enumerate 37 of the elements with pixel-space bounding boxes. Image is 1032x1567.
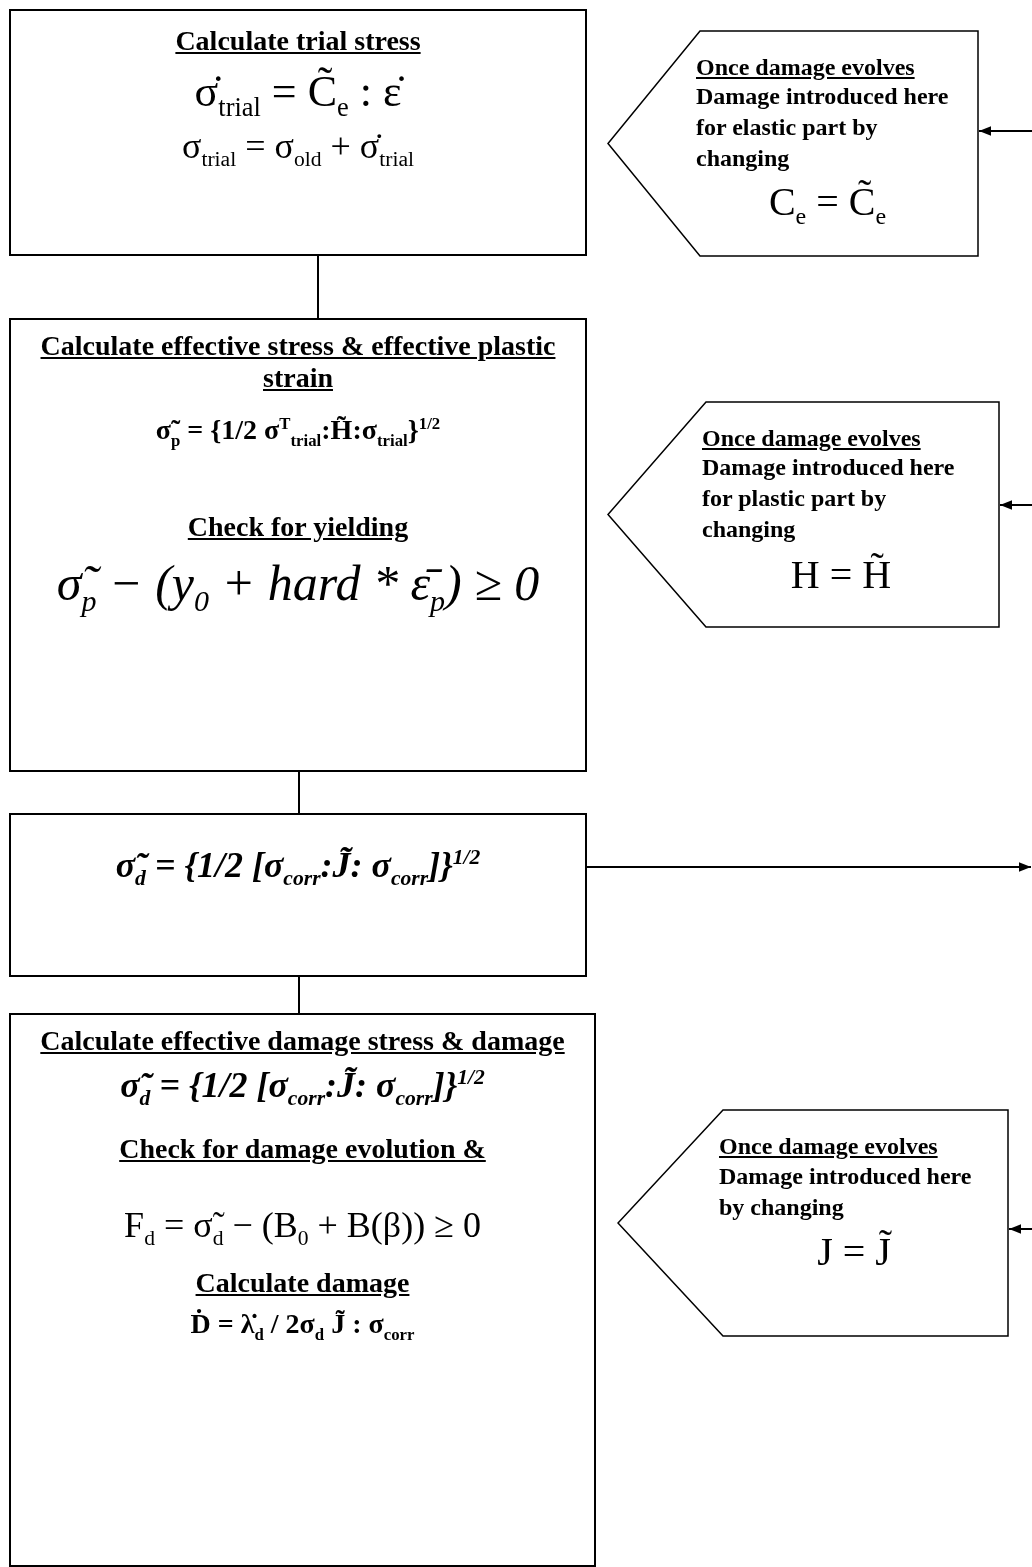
formula: J = J̃	[817, 1228, 891, 1275]
section-heading: Calculate damage	[195, 1267, 410, 1300]
process-box	[9, 1013, 596, 1567]
section-heading: Calculate effective stress & effective plastic strain	[39, 330, 557, 395]
note-heading: Once damage evolves	[702, 424, 921, 453]
process-box	[9, 318, 587, 772]
formula: H = H̃	[790, 551, 892, 598]
formula: Ḋ = λ̇$_{d}$ / 2σ$_{d}$ J̃ : σ$_{corr}$	[190, 1307, 415, 1344]
process-box	[9, 9, 587, 256]
note-pentagon	[607, 401, 1000, 628]
process-box	[9, 813, 587, 977]
note-text: Damage introduced here for elastic part by changing	[696, 82, 950, 174]
section-heading: Check for yielding	[187, 510, 409, 543]
note-heading: Once damage evolves	[719, 1133, 938, 1161]
section-heading: Check for damage evolution &	[119, 1133, 486, 1166]
formula: C$_{e}$ = C̃$_{e}$	[768, 178, 887, 231]
note-pentagon	[607, 30, 979, 257]
section-heading: Calculate effective damage stress & damage	[40, 1025, 565, 1058]
connector-line	[298, 976, 300, 1014]
formula: σ̃$_{p}$ − (y$_{0}$ + hard * ε̄$_{p}$) ≥ 0	[56, 554, 540, 619]
note-text: Damage introduced here by changing	[719, 1161, 973, 1222]
connector-line	[317, 255, 319, 319]
formula: σ̇$_{trial}$ = C̃$_{e}$ : ε̇	[194, 67, 402, 123]
formula: σ̃$_{d}$ = {1/2 [σ$_{corr}$:J̃: σ$_{corr}$]}$^{1/2}$	[115, 845, 481, 891]
connector-line	[298, 771, 300, 814]
section-heading: Calculate trial stress	[175, 25, 421, 58]
formula: σ̃$_{d}$ = {1/2 [σ$_{corr}$:J̃: σ$_{corr}$]}$^{1/2}$	[120, 1065, 485, 1112]
formula: σ̃$_{p}$ = {1/2 σ$^{T}$$_{trial}$:H̃:σ$_{trial}$}$^{1/2}$	[155, 414, 441, 451]
arrow	[1008, 1224, 1032, 1234]
note-text: Damage introduced here for plastic part by changing	[702, 453, 956, 545]
formula: F$_{d}$ = σ̃$_{d}$ − (B$_{0}$ + B(β)) ≥ 0	[124, 1205, 481, 1252]
formula: σ$_{trial}$ = σ$_{old}$ + σ̇$_{trial}$	[182, 126, 414, 173]
note-pentagon	[617, 1109, 1009, 1337]
arrow	[586, 862, 1032, 872]
arrow	[999, 500, 1032, 510]
arrow	[978, 126, 1032, 136]
note-heading: Once damage evolves	[696, 53, 915, 82]
